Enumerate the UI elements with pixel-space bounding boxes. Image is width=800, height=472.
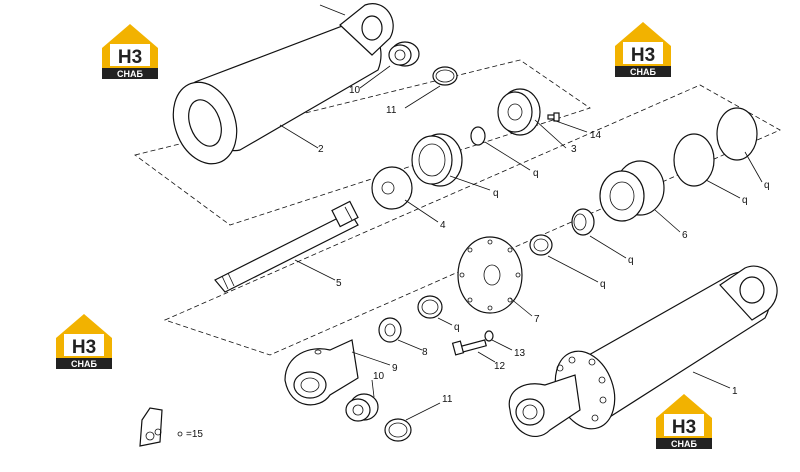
- label-part-11-bottom: 11: [442, 394, 453, 405]
- o-ring-small: [470, 126, 486, 146]
- label-q-5: q: [628, 255, 634, 266]
- o-ring-mid-inner: [421, 299, 439, 315]
- logo-bottom-text: СНАБ: [671, 439, 697, 449]
- wiper-ring: [529, 234, 553, 256]
- logo-top-text: H3: [118, 47, 142, 68]
- piston-part-4: [371, 166, 413, 210]
- label-q-2: q: [493, 188, 499, 199]
- logo-bar: [615, 66, 671, 77]
- rod-seal: [571, 208, 595, 236]
- label-part-10-top: 10: [349, 85, 361, 96]
- snap-ring-part-11-bottom: [384, 418, 412, 442]
- logo-watermark-top-left: H3 СНАБ: [98, 22, 162, 80]
- piston-rod-part-5: [214, 200, 359, 293]
- logo-bar: [56, 358, 112, 369]
- assembly-frame-upper: [134, 59, 591, 226]
- o-ring-mid: [417, 295, 443, 319]
- logo-mark: H3 СНАБ: [56, 314, 112, 369]
- label-q-6: q: [600, 279, 606, 290]
- logo-panel: [64, 334, 104, 356]
- cylinder-tube-part-2: [172, 3, 394, 165]
- gland-ring-part-6: [599, 160, 665, 222]
- logo-mark: H3 СНАБ: [656, 394, 712, 449]
- assembly-frame-lower: [163, 84, 781, 356]
- label-part-8: 8: [422, 347, 428, 358]
- grease-fitting-part-15-icon: [139, 407, 183, 447]
- logo-mark: H3 СНАБ: [102, 24, 158, 79]
- flange-part-7: [457, 236, 523, 314]
- logo-bottom-text: СНАБ: [71, 359, 97, 369]
- label-part-1: 1: [732, 386, 738, 397]
- label-part-9: 9: [392, 363, 398, 374]
- label-part-13: 13: [514, 348, 526, 359]
- logo-watermark-bottom-left: H3 СНАБ: [52, 312, 116, 370]
- logo-top-text: H3: [72, 337, 96, 358]
- logo-bottom-text: СНАБ: [630, 67, 656, 77]
- leader-lines: [279, 65, 763, 421]
- o-ring-large-2: [716, 107, 758, 161]
- label-part-6: 6: [682, 230, 688, 241]
- snap-ring-bottom-inner: [388, 422, 408, 438]
- logo-top-text: H3: [672, 417, 696, 438]
- piston-seal-assembly: [411, 133, 463, 187]
- snap-ring-inner: [435, 69, 455, 83]
- logo-mark: H3 СНАБ: [615, 22, 671, 77]
- bushing-part-10-bottom: [345, 393, 379, 422]
- rod-eye-part-9: [284, 339, 359, 406]
- label-q-4: q: [764, 180, 770, 191]
- label-part-5: 5: [336, 278, 342, 289]
- logo-top-text: H3: [631, 45, 655, 66]
- label-part-3: 3: [571, 144, 577, 155]
- label-part-2: 2: [318, 144, 324, 155]
- o-ring-large-1: [673, 133, 715, 187]
- legend-part-15: =15: [186, 429, 203, 440]
- label-part-14: 14: [590, 130, 602, 141]
- label-q-7: q: [454, 322, 460, 333]
- logo-bottom-text: СНАБ: [117, 69, 143, 79]
- logo-watermark-top-right: H3 СНАБ: [611, 20, 675, 78]
- label-part-11-top: 11: [386, 105, 397, 116]
- bushing-part-10-top: [388, 41, 420, 67]
- label-part-7: 7: [534, 314, 540, 325]
- cylinder-assembly-part-1: [508, 265, 778, 437]
- logo-panel: [110, 44, 150, 66]
- label-q-1: q: [533, 168, 539, 179]
- logo-watermark-bottom-right: H3 СНАБ: [652, 392, 716, 450]
- nut-part-8: [378, 317, 402, 343]
- label-part-12: 12: [494, 361, 506, 372]
- logo-panel: [664, 414, 704, 436]
- washer-part-13: [484, 330, 494, 342]
- logo-bar: [102, 68, 158, 79]
- label-part-10-bottom: 10: [373, 371, 385, 382]
- label-part-4: 4: [440, 220, 446, 231]
- gland-part-3: [497, 88, 541, 136]
- logo-panel: [623, 42, 663, 64]
- bolt-part-12: [451, 339, 487, 356]
- wiper-ring-inner: [533, 238, 549, 252]
- label-q-3: q: [742, 195, 748, 206]
- logo-bar: [656, 438, 712, 449]
